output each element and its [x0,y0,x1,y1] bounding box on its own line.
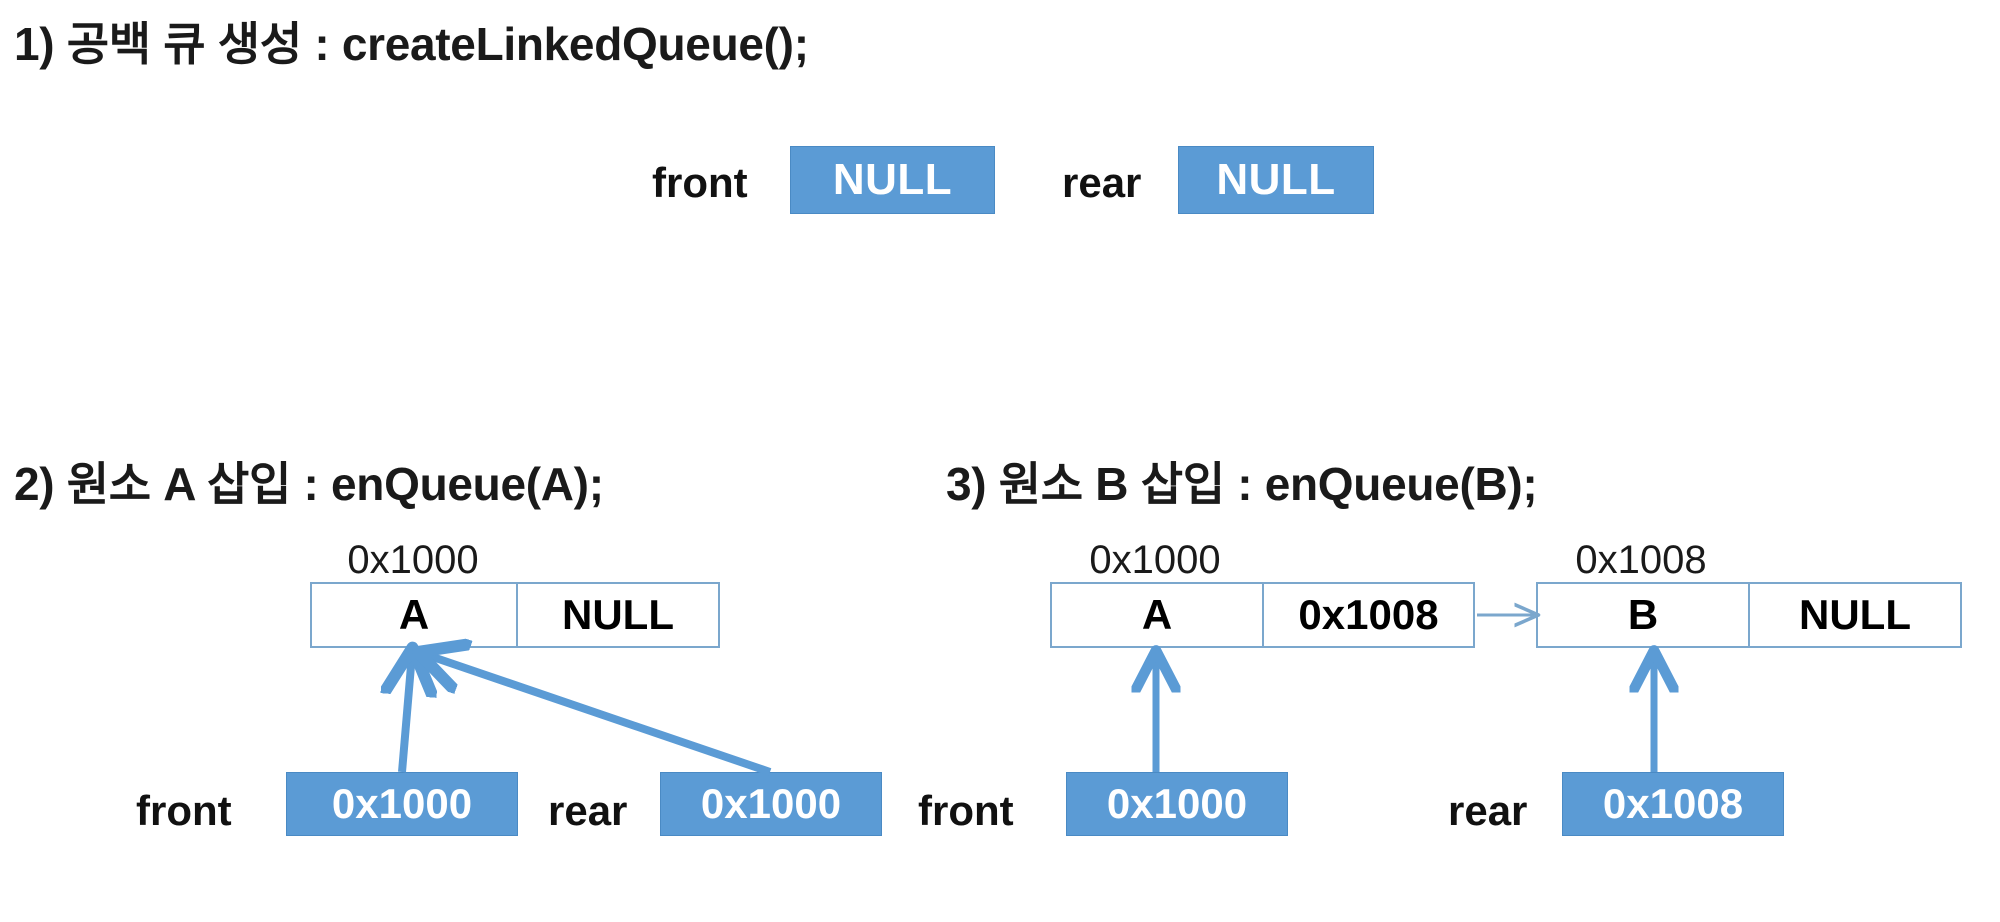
section-3-node-b: B NULL [1536,582,1962,648]
section-3-front-value: 0x1000 [1106,780,1248,827]
section-1-heading: 1) 공백 큐 생성 : createLinkedQueue(); [14,18,809,70]
section-2-rear-value-box: 0x1000 [660,772,882,836]
section-3-front-label: front [918,787,1014,834]
section-1-rear-label: rear [1062,159,1142,206]
section-2-front-pointer-arrow-icon [402,654,412,773]
section-3-node-b-data-cell: B [1627,591,1659,638]
section-1-front-value-box: NULL [790,146,995,214]
section-2-rear-pointer-arrow-icon [424,654,772,776]
section-2-rear-label: rear [548,787,628,834]
section-3-node-a-address-caption: 0x1000 [1089,538,1221,582]
section-3-front-value-box: 0x1000 [1066,772,1288,836]
section-3-heading: 3) 원소 B 삽입 : enQueue(B); [946,458,1538,510]
section-3-node-a-link-cell: 0x1008 [1262,584,1473,646]
section-2-heading: 2) 원소 A 삽입 : enQueue(A); [14,458,604,510]
section-3-node-a-data-cell: A [1141,591,1173,638]
section-1-front-value: NULL [832,155,953,204]
section-3-node-b-address-caption: 0x1008 [1575,538,1707,582]
section-3-node-a: A 0x1008 [1050,582,1475,648]
section-2-front-label: front [136,787,232,834]
section-2-front-value: 0x1000 [331,780,473,827]
section-3-rear-value: 0x1008 [1602,780,1744,827]
section-2-node-a-data-cell: A [398,591,430,638]
section-2-node-a-link-cell: NULL [516,584,718,646]
section-1-rear-value-box: NULL [1178,146,1374,214]
section-3-node-b-link-cell: NULL [1748,584,1960,646]
section-2-node-a-address-caption: 0x1000 [347,538,479,582]
section-2-rear-value: 0x1000 [700,780,842,827]
section-2-node-a: A NULL [310,582,720,648]
section-3-rear-value-box: 0x1008 [1562,772,1784,836]
section-3-rear-label: rear [1448,787,1528,834]
section-2-front-value-box: 0x1000 [286,772,518,836]
section-1-rear-value: NULL [1216,155,1336,204]
section-1-front-label: front [652,159,748,206]
